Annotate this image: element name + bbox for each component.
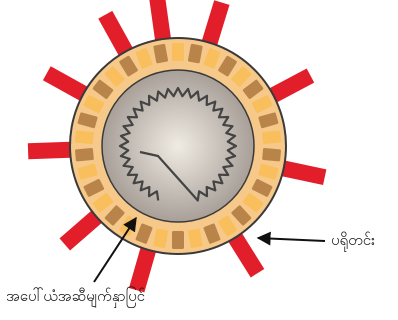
capsid-tile (172, 231, 184, 249)
viral-core (102, 70, 254, 222)
capsid-label: ပရိုတင်း (331, 231, 375, 253)
capsid-tile (262, 148, 281, 162)
envelope-label: အပေါ်ယံအဆီမျက်နှာပြင် (6, 287, 145, 309)
capsid-tile (262, 131, 281, 145)
capsid-arrow (258, 238, 325, 241)
capsid-tile (75, 148, 94, 162)
capsid-tile (75, 131, 94, 145)
capsid-tile (172, 43, 184, 61)
